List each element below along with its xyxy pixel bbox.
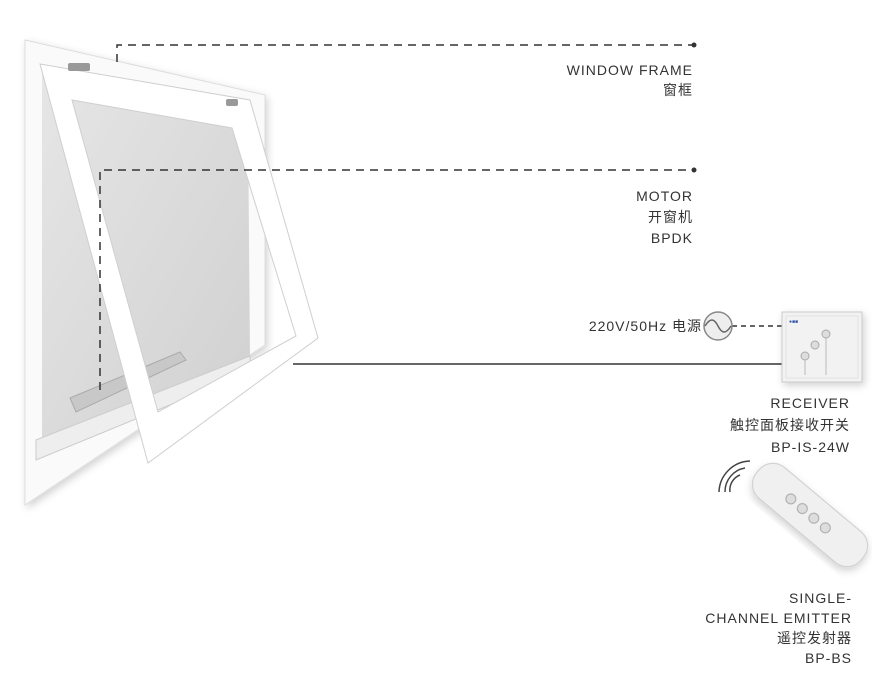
motor-label: MOTOR 开窗机 BPDK: [636, 186, 693, 249]
window-frame-label: WINDOW FRAME 窗框: [567, 60, 693, 100]
motor-zh: 开窗机: [648, 209, 693, 225]
motor-leader: [99, 169, 694, 390]
window-illustration: [24, 39, 319, 506]
window-hinge: [226, 99, 238, 106]
ac-sine-icon: [703, 311, 733, 341]
receiver-model: BP-IS-24W: [770, 439, 850, 455]
motor-en: MOTOR: [636, 188, 693, 204]
svg-text:●■■: ●■■: [789, 319, 798, 325]
remote-emitter: [751, 462, 869, 568]
emitter-en-2: CHANNEL EMITTER: [705, 610, 852, 626]
receiver-panel: ●■■: [781, 311, 863, 383]
emitter-model: BP-BS: [804, 650, 852, 666]
leader-dot: [691, 42, 697, 48]
receiver-en: RECEIVER: [770, 395, 850, 411]
leader-dot: [691, 167, 697, 173]
window-frame-en: WINDOW FRAME: [566, 62, 693, 78]
emitter-en-1: SINGLE-: [788, 590, 852, 606]
power-label: 220V/50Hz 电源: [588, 318, 702, 334]
emitter-zh: 遥控发射器: [777, 630, 852, 646]
receiver-zh: 触控面板接收开关: [730, 417, 850, 433]
window-sash-frame: [39, 63, 319, 464]
motor-model: BPDK: [650, 230, 693, 246]
emitter-label: SINGLE- CHANNEL EMITTER 遥控发射器 BP-BS: [705, 588, 852, 668]
window-hinge: [68, 63, 90, 71]
window-frame-zh: 窗框: [663, 82, 693, 98]
receiver-label: RECEIVER 触控面板接收开关 BP-IS-24W: [730, 392, 850, 458]
window-glass: [42, 68, 250, 445]
wireless-signal-icon: [718, 460, 751, 493]
window-frame-leader: [116, 44, 694, 62]
